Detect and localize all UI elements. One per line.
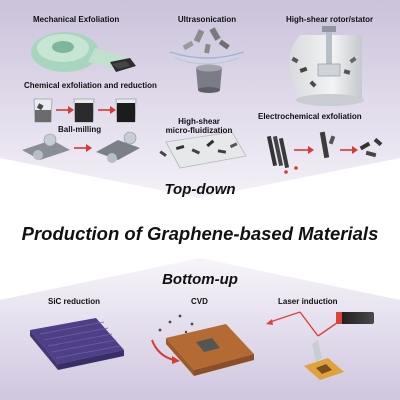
top-down-heading: Top-down: [164, 181, 236, 198]
method-label-rotor-stator: High-shear rotor/stator: [286, 15, 374, 24]
main-title: Production of Graphene-based Materials: [21, 223, 379, 244]
ultrasonication-illustration: [165, 27, 249, 93]
method-label-electrochemical: Electrochemical exfoliation: [258, 112, 362, 121]
method-label-mechanical-exfoliation: Mechanical Exfoliation: [33, 15, 120, 24]
method-label-sic-reduction: SiC reduction: [48, 297, 101, 306]
bottom-up-heading: Bottom-up: [162, 271, 238, 288]
method-label-microfluidization-line2: micro-fluidization: [165, 126, 233, 135]
microfluidization-illustration: [159, 131, 247, 169]
method-label-chemical-exfoliation: Chemical exfoliation and reduction: [24, 81, 157, 90]
beakers-illustration: [33, 98, 137, 123]
method-label-laser-induction: Laser induction: [278, 297, 338, 306]
tape-dispenser-illustration: [31, 32, 136, 72]
bottom-up-panel: [0, 258, 400, 400]
method-label-cvd: CVD: [191, 297, 208, 306]
cvd-substrate-illustration: [151, 314, 254, 376]
laser-induction-illustration: [266, 311, 374, 380]
ball-milling-illustration: [22, 131, 140, 163]
electrochemical-illustration: [266, 131, 383, 174]
rotor-stator-illustration: [289, 26, 364, 106]
method-label-microfluidization-line1: High-shear: [178, 117, 220, 126]
sic-substrate-illustration: [30, 318, 124, 370]
method-label-ball-milling: Ball-milling: [58, 125, 102, 134]
method-label-ultrasonication: Ultrasonication: [177, 15, 237, 24]
